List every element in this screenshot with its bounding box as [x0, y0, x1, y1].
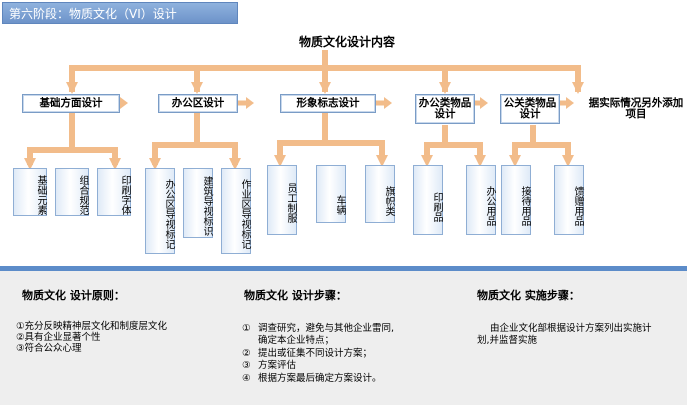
principle-item: ①充分反映精神层文化和制度层文化 — [16, 321, 168, 332]
diagram-title: 物质文化设计内容 — [298, 35, 395, 49]
leaf-building-signage: 建筑导视标识 — [183, 168, 213, 238]
leaf-office-supplies: 办公用品 — [466, 165, 496, 235]
steps-title: 物质文化 设计步骤： — [244, 289, 347, 302]
principles-title: 物质文化 设计原则： — [22, 289, 125, 302]
category-additional: 据实际情况另外添加项目 — [588, 97, 684, 120]
step-number: ② — [242, 348, 251, 359]
leaf-gift-items: 馈赠用品 — [554, 165, 584, 235]
step-number: ④ — [242, 373, 251, 384]
leaf-printed-matter: 印刷品 — [413, 165, 443, 235]
category-pr-items: 公关类物品设计 — [500, 94, 560, 124]
leaf-reception-items: 接待用品 — [501, 165, 531, 235]
leaf-flags: 旗帜类 — [365, 165, 395, 223]
step-number: ③ — [242, 360, 251, 371]
leaf-basic-elements: 基础元素 — [13, 168, 47, 216]
implementation-title: 物质文化 实施步骤： — [477, 289, 580, 302]
principle-item: ②具有企业显著个性 — [16, 332, 101, 343]
category-foundation: 基础方面设计 — [22, 94, 120, 113]
step-item: 确定本企业特点； — [258, 335, 335, 346]
implementation-item: 划,并监督实施 — [477, 335, 538, 346]
principle-item: ③符合公众心理 — [16, 343, 82, 354]
step-number: ① — [242, 323, 251, 334]
stage-header: 第六阶段：物质文化（VI）设计 — [2, 2, 238, 24]
leaf-print-font: 印刷字体 — [97, 168, 131, 216]
category-office-area: 办公区设计 — [158, 94, 238, 113]
bottom-panel — [0, 271, 687, 405]
leaf-uniform: 员工制服 — [267, 165, 297, 235]
section-divider — [0, 266, 687, 271]
connector-lines — [24, 50, 584, 170]
leaf-vehicles: 车辆 — [316, 165, 346, 223]
category-office-items: 办公类物品设计 — [415, 94, 475, 124]
implementation-item: 由企业文化部根据设计方案列出实施计 — [490, 323, 652, 334]
leaf-combination-rules: 组合规范 — [55, 168, 89, 216]
leaf-office-signage: 办公区导视标记 — [145, 168, 175, 254]
category-image-logo: 形象标志设计 — [280, 94, 376, 113]
leaf-work-area-signage: 作业区导视标记 — [221, 168, 251, 254]
